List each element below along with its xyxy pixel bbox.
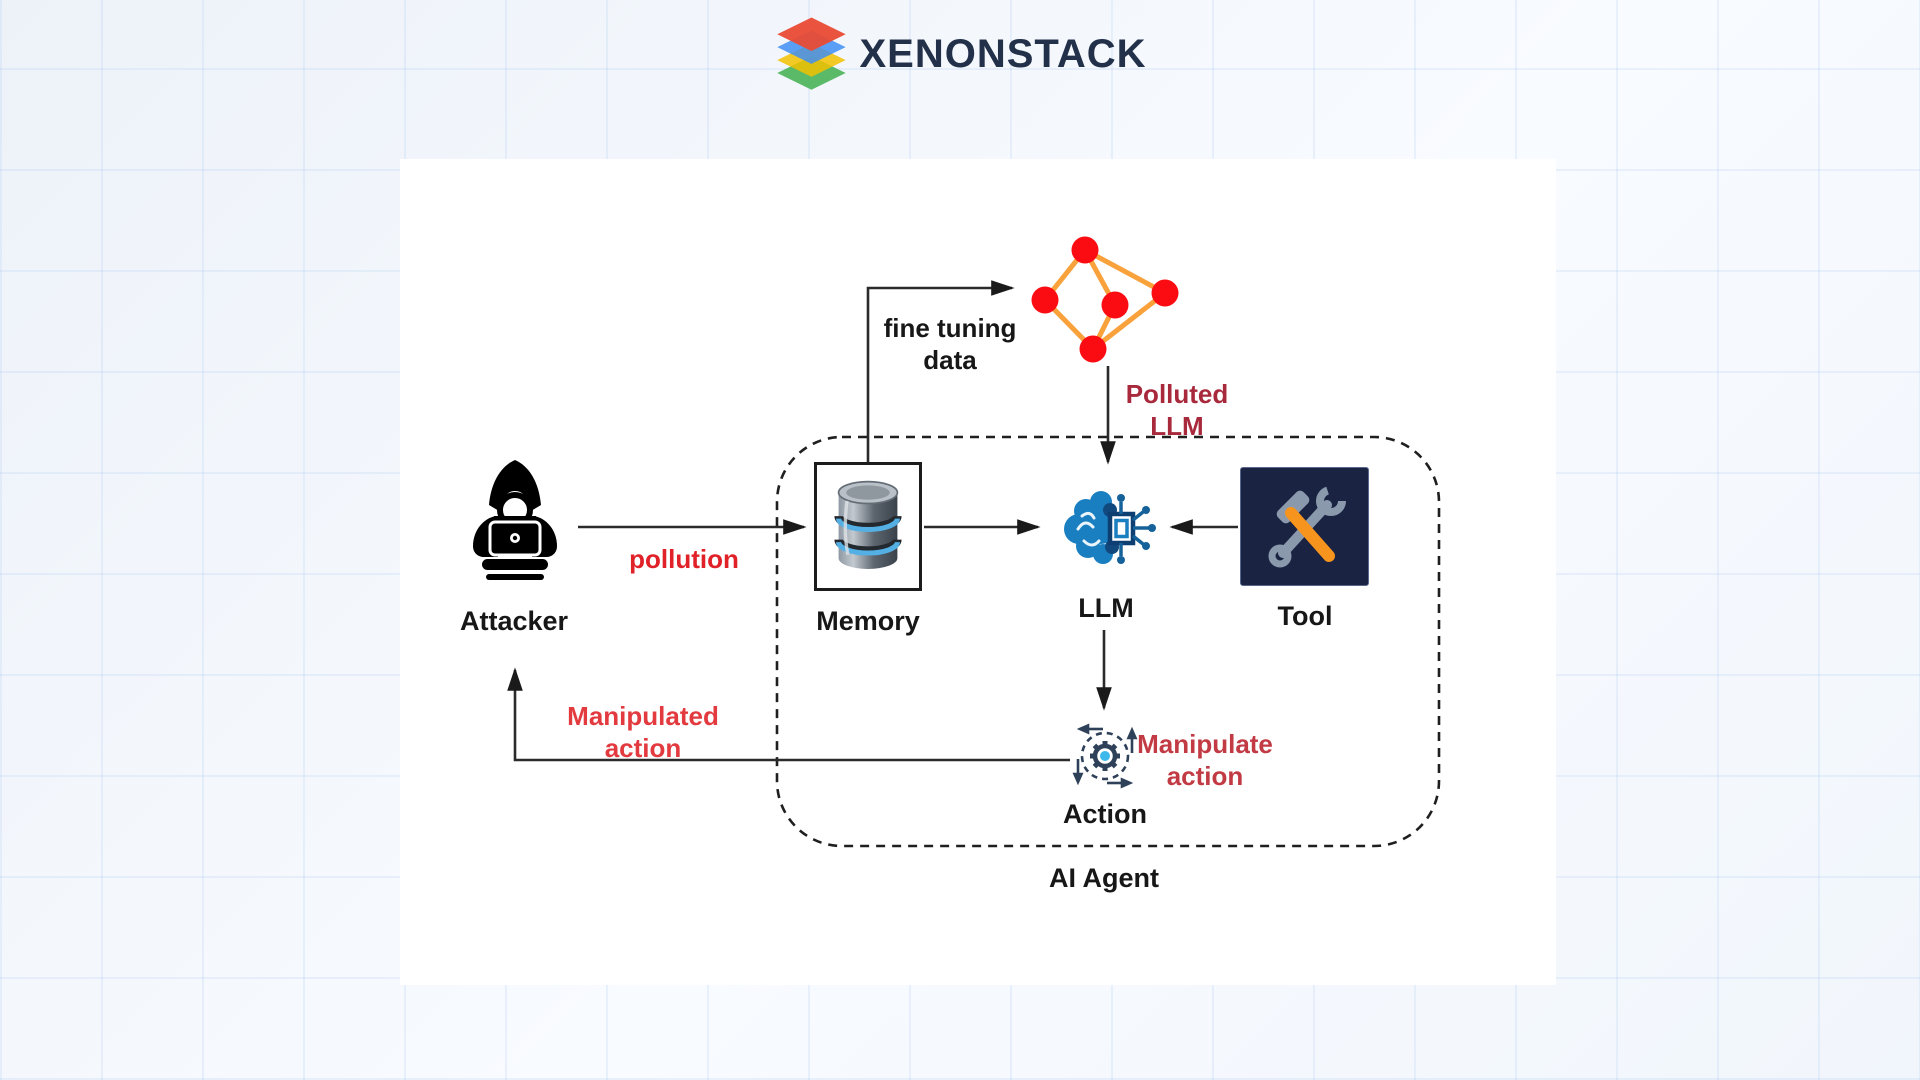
diagram-panel: [400, 159, 1556, 985]
action-label: Action: [1063, 799, 1147, 829]
llm-label: LLM: [1078, 593, 1134, 623]
tool-node: [1240, 467, 1369, 586]
polluted-llm-label: Polluted LLM: [1125, 379, 1229, 441]
manipulate-action-label: Manipulate action: [1137, 729, 1273, 791]
pollution-label: pollution: [629, 544, 739, 574]
brand-name: XENONSTACK: [859, 31, 1147, 76]
hammer-wrench-icon: [1268, 485, 1346, 567]
xenonstack-logo: XENONSTACK: [773, 12, 1146, 96]
database-icon: [834, 480, 902, 569]
attacker-label: Attacker: [459, 606, 569, 636]
xenonstack-logo-icon: [777, 17, 846, 90]
gear-cycle-icon: [1070, 721, 1140, 796]
attacker-icon: [460, 460, 570, 590]
memory-label: Memory: [816, 606, 920, 636]
manipulated-action-label: Manipulated action: [567, 701, 719, 763]
memory-node: [814, 462, 922, 591]
brain-chip-icon: [1058, 483, 1158, 580]
ai-agent-label: AI Agent: [1049, 863, 1159, 893]
fine-tuning-label: fine tuning data: [883, 313, 1017, 375]
tool-label: Tool: [1277, 601, 1333, 631]
